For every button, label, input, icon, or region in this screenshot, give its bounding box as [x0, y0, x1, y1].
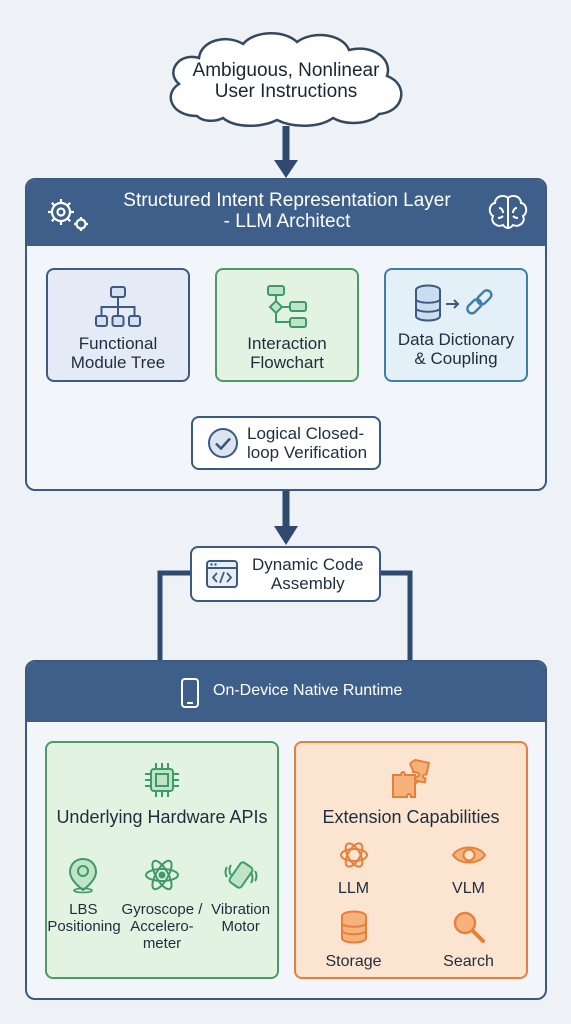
- smartphone-icon: [181, 678, 199, 708]
- vibration-icon: [224, 861, 258, 889]
- module-interaction-flowchart: Interaction Flowchart: [215, 268, 359, 382]
- storage-icon: [340, 910, 367, 944]
- assembly-line2: Assembly: [270, 574, 345, 593]
- hardware-item-vibration-line2: Motor: [221, 917, 260, 935]
- input-cloud: Ambiguous, Nonlinear User Instructions: [157, 28, 415, 128]
- verification-line2: loop Verification: [247, 443, 368, 462]
- hardware-items-row: LBS Positioning Gyroscope / Accelero-: [47, 857, 277, 952]
- module-functional-tree-line2: Module Tree: [70, 353, 166, 373]
- extension-item-search-label: Search: [443, 953, 494, 970]
- hierarchy-icon: [95, 286, 141, 327]
- hardware-item-gyroscope-line1: Gyroscope /: [121, 901, 203, 918]
- intent-layer-title-line2: - LLM Architect: [223, 211, 351, 233]
- extension-item-vlm: VLM: [411, 839, 526, 898]
- hardware-title: Underlying Hardware APIs: [56, 807, 268, 827]
- intent-layer-header: Structured Intent Representation Layer -…: [27, 180, 545, 246]
- extension-item-search: Search: [411, 910, 526, 971]
- hardware-item-vibration: Vibration Motor: [205, 857, 277, 952]
- hardware-apis-box: Underlying Hardware APIs LBS Positioning: [45, 741, 279, 979]
- arrowhead-input-to-intent: [274, 160, 298, 178]
- extension-item-llm-label: LLM: [337, 880, 370, 897]
- hardware-item-gyroscope-line2: Accelero-: [130, 917, 194, 935]
- logical-verification-box: Logical Closed- loop Verification: [191, 416, 381, 470]
- extension-capabilities-box: Extension Capabilities LLM VLM: [294, 741, 528, 979]
- module-data-dictionary-line1: Data Dictionary: [397, 330, 515, 349]
- gear-icon: [48, 199, 88, 231]
- arrowhead-intent-to-assembly: [274, 526, 298, 545]
- hardware-item-lbs-line1: LBS: [69, 901, 98, 918]
- hardware-item-lbs-line2: Positioning: [47, 917, 121, 935]
- module-interaction-flowchart-line2: Flowchart: [250, 353, 324, 373]
- module-functional-tree: Functional Module Tree: [46, 268, 190, 382]
- search-icon: [453, 911, 485, 943]
- extension-items-grid: LLM VLM Storage: [296, 839, 526, 971]
- dynamic-code-assembly-box: Dynamic Code Assembly: [190, 546, 381, 602]
- intent-layer-title-line1: Structured Intent Representation Layer: [123, 190, 451, 211]
- extension-item-storage-label: Storage: [325, 953, 382, 970]
- flowchart-icon: [267, 285, 307, 328]
- assembly-line1: Dynamic Code: [252, 554, 364, 574]
- module-data-dictionary-line2: & Coupling: [414, 349, 498, 369]
- extension-title: Extension Capabilities: [322, 807, 500, 827]
- module-functional-tree-line1: Functional: [78, 334, 158, 353]
- checkmark-icon: [208, 428, 238, 458]
- hardware-item-gyroscope-line3: meter: [142, 934, 182, 952]
- code-window-icon: [206, 560, 238, 588]
- extension-item-llm: LLM: [296, 839, 411, 898]
- intent-layer-panel: Structured Intent Representation Layer -…: [25, 178, 547, 491]
- database-link-icon: [415, 284, 493, 322]
- puzzle-icon: [392, 758, 431, 798]
- input-text-line1: Ambiguous, Nonlinear: [192, 60, 380, 81]
- cloud-icon: [169, 32, 403, 127]
- verification-line1: Logical Closed-: [247, 423, 365, 443]
- input-text-line2: User Instructions: [214, 81, 358, 103]
- location-pin-icon: [69, 857, 98, 894]
- module-data-dictionary: Data Dictionary & Coupling: [384, 268, 528, 382]
- runtime-panel: On-Device Native Runtime Underlying Hard…: [25, 660, 547, 1000]
- brain-icon: [488, 194, 528, 230]
- extension-item-vlm-label: VLM: [452, 880, 485, 897]
- atom-icon: [144, 859, 179, 891]
- module-interaction-flowchart-line1: Interaction: [247, 334, 327, 353]
- eye-icon: [451, 846, 486, 864]
- hardware-item-gyroscope: Gyroscope / Accelero- meter: [120, 857, 204, 952]
- runtime-header: On-Device Native Runtime: [27, 662, 545, 722]
- chip-icon: [145, 763, 179, 797]
- extension-item-storage: Storage: [296, 910, 411, 971]
- runtime-title: On-Device Native Runtime: [213, 682, 403, 699]
- hardware-item-lbs: LBS Positioning: [47, 857, 121, 952]
- llm-knot-icon: [339, 842, 368, 868]
- hardware-item-vibration-line1: Vibration: [211, 901, 271, 918]
